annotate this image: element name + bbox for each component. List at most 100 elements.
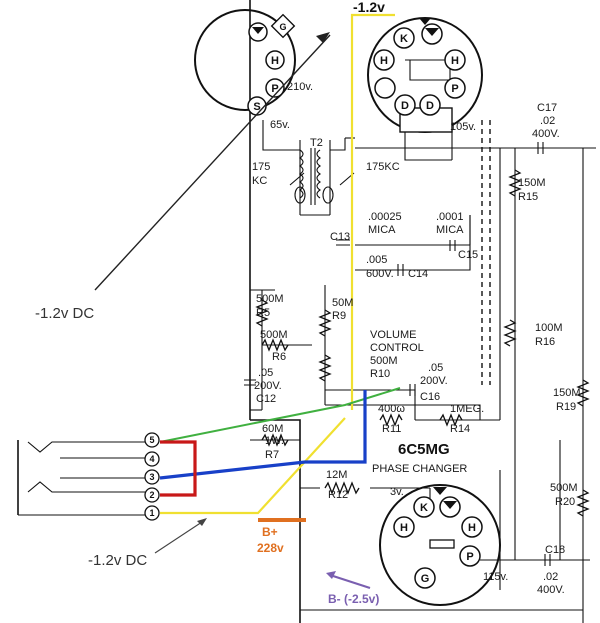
tube1-pin-h1: H [380,55,388,67]
green-wire [159,387,401,443]
red-wire [160,440,197,497]
jack-pin-3: 3 [149,472,154,482]
r6-value: 500M [260,329,288,341]
r7-rating: 1W. [265,435,284,447]
r12-value: 12M [326,469,347,481]
tube-left-pin-s: S [253,101,260,113]
tube-left-pin-p: P [271,83,278,95]
c17-rating: 400V. [532,128,560,140]
c18-name: C18 [545,544,565,556]
kc-right: 175KC [366,161,400,173]
tube2-name: 6C5MG [398,441,450,458]
jack-pin-1: 1 [149,508,154,518]
resistor-r12 [324,481,360,495]
yellow-wire-jack [160,417,346,515]
capacitor-c13 [336,239,350,246]
transformer-t2 [289,148,355,205]
jack-connector: 5 4 3 2 1 [17,432,160,521]
c13-label: C13 [330,231,350,243]
vc-line2: CONTROL [370,342,424,354]
tube2-pin-h1: H [400,522,408,534]
c14-rating: 600V. [366,268,394,280]
c12-label: C12 [256,393,276,405]
tube1-pin-d1: D [401,100,409,112]
c14-label: C14 [408,268,428,280]
kc-left-b: KC [252,175,267,187]
tube-left-pin-h: H [271,55,279,67]
r16-value: 100M [535,322,563,334]
resistor-r20 [576,489,590,517]
r19-value: 150M [553,387,581,399]
r20-value: 500M [550,482,578,494]
resistors [255,169,590,517]
r20-label: R20 [555,496,575,508]
dc-note-left: -1.2v DC [35,305,94,322]
tube1-voltage: 105v. [450,121,476,133]
blue-wire [159,390,367,480]
mica-b-label: MICA [436,224,464,236]
kc-left-a: 175 [252,161,270,173]
c16-value: .05 [428,362,443,374]
capacitor-c18 [544,554,551,566]
c16-rating: 200V. [420,375,448,387]
mica-a-value: .00025 [368,211,402,223]
arrow-up-right-icon [316,32,330,43]
top-voltage-label: -1.2v [353,0,385,15]
tube1-pin-d2: D [426,100,434,112]
tube-left: G H P S [194,9,296,116]
tube2-pin-p: P [466,551,473,563]
resistor-r16 [503,319,517,347]
r12-label: R12 [328,489,348,501]
c18-value: .02 [543,571,558,583]
capacitor-c14 [397,264,404,276]
c17-name: C17 [537,102,557,114]
schematic-wiring [249,0,596,623]
r15-label: R15 [518,191,538,203]
t2-label: T2 [310,137,323,149]
r14-value: 1MEG. [450,403,484,415]
r7-value: 60M [262,423,283,435]
capacitor-c15 [449,240,456,251]
tube1-pin-p: P [451,83,458,95]
jack-pin-5: 5 [149,435,154,445]
arrow-head-small-icon [197,518,207,526]
r16-label: R16 [535,336,555,348]
resistor-r7 [261,433,289,447]
tube-top: K H H D D P [367,17,483,133]
mica-a-label: MICA [368,224,396,236]
r11-value: 400ω [378,403,405,415]
c14-value: .005 [366,254,387,266]
r5-label: R5 [256,307,270,319]
capacitor-c17 [537,142,544,154]
r14-label: R14 [450,423,470,435]
jack-pin-2: 2 [149,490,154,500]
vc-line3: 500M [370,355,398,367]
b-plus-voltage: 228v [257,541,284,555]
colored-wires [159,13,401,522]
b-plus-label: B+ [262,525,278,539]
resistor-r14 [439,413,463,427]
vc-line4: R10 [370,368,390,380]
tube-left-voltage-a: 210v. [287,81,313,93]
r9-value: 50M [332,297,353,309]
c17-value: .02 [540,115,555,127]
tube1-pin-k: K [400,33,408,45]
c16-label: C16 [420,391,440,403]
resistor-r9 [318,309,332,337]
r5-value: 500M [256,293,284,305]
b-minus-label: B- (-2.5v) [328,592,379,606]
annotation-arrows [94,32,371,590]
yellow-wire [350,13,395,410]
resistor-r15 [508,169,522,197]
r6-label: R6 [272,351,286,363]
tube2-pin-g: G [421,573,430,585]
tube2-pin-h2: H [468,522,476,534]
r7-label: R7 [265,449,279,461]
tube-bottom: H K H P G [379,484,501,606]
r19-label: R19 [556,401,576,413]
tube2-function: PHASE CHANGER [372,463,467,475]
dc-note-bottom: -1.2v DC [88,552,147,569]
c18-rating: 400V. [537,584,565,596]
tube-left-voltage-b: 65v. [270,119,290,131]
